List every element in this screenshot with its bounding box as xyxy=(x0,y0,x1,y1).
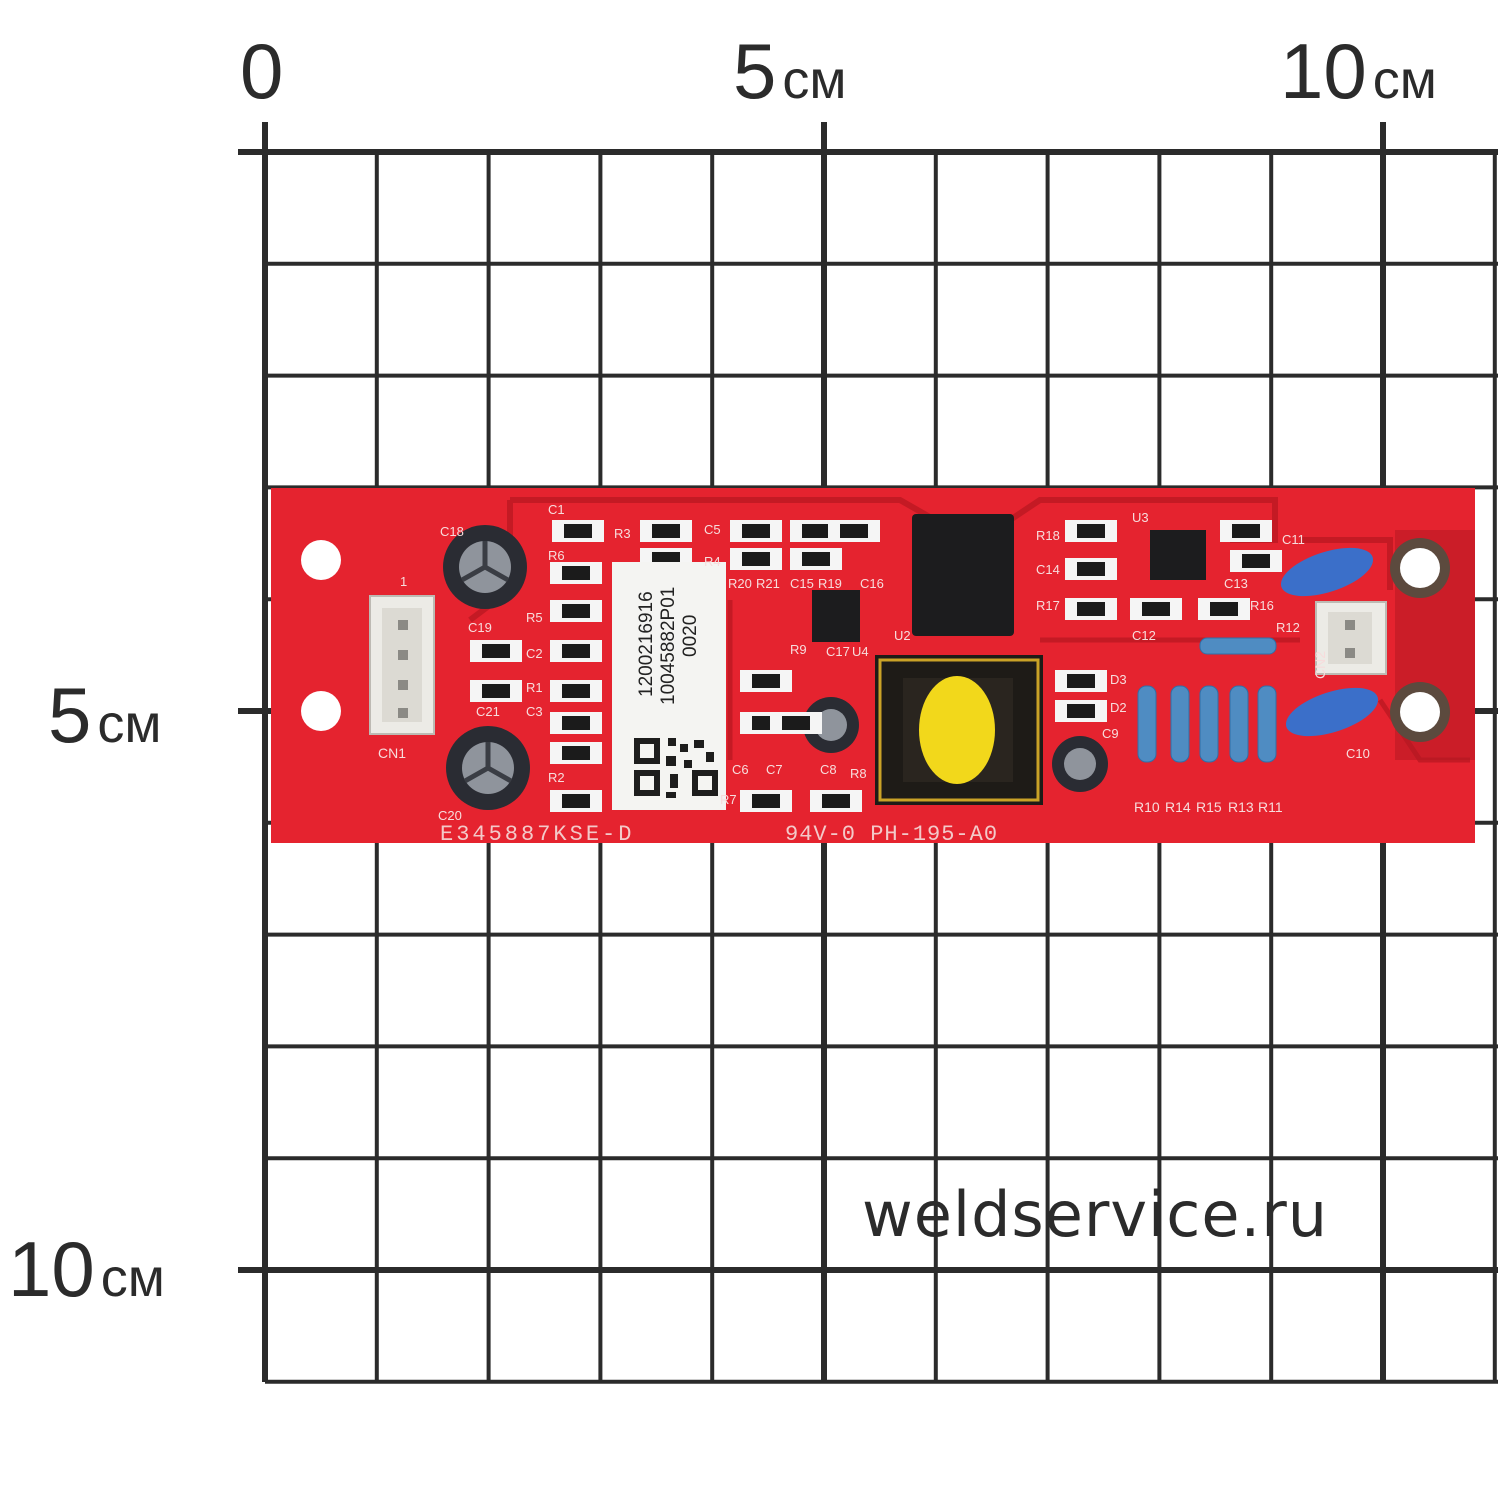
silk-label-c2: C2 xyxy=(526,646,543,661)
watermark-text: weldservice.ru xyxy=(862,1178,1329,1251)
silk-label-c16: C16 xyxy=(860,576,884,591)
sticker-line-3: 0020 xyxy=(680,614,701,657)
silk-label-r4: R4 xyxy=(704,554,721,569)
silk-r13: R13 xyxy=(1228,799,1254,815)
silk-rating: 94V-0 PH-195-A0 xyxy=(785,822,998,847)
silk-label-d3: D3 xyxy=(1110,672,1127,687)
silk-label-c10: C10 xyxy=(1346,746,1370,761)
electrolytic-capacitors xyxy=(443,525,1108,810)
ruler-left-10-unit: см xyxy=(100,1248,165,1308)
ruler-left-5-value: 5 xyxy=(48,671,92,759)
silk-label-c9: C9 xyxy=(1102,726,1119,741)
silk-label-r2: R2 xyxy=(548,770,565,785)
silk-label-c3: C3 xyxy=(526,704,543,719)
silk-label-c15: C15 xyxy=(790,576,814,591)
ruler-top-0: 0 xyxy=(240,32,289,110)
silk-label-d2: D2 xyxy=(1110,700,1127,715)
silk-r10: R10 xyxy=(1134,799,1160,815)
silk-label-r19: R19 xyxy=(818,576,842,591)
silk-label-c1: C1 xyxy=(548,502,565,517)
silk-label-c12: C12 xyxy=(1132,628,1156,643)
transformer xyxy=(875,655,1043,805)
silk-label-c17: C17 xyxy=(826,644,850,659)
ruler-top-0-value: 0 xyxy=(240,27,284,115)
silk-r11: R11 xyxy=(1258,799,1283,815)
ruler-left-5-unit: см xyxy=(97,694,162,754)
silk-label-1: 1 xyxy=(400,574,407,589)
silk-cn1: CN1 xyxy=(378,745,406,761)
ruler-left-10-value: 10 xyxy=(8,1225,95,1313)
silk-label-c11: C11 xyxy=(1282,532,1305,547)
silk-r14: R14 xyxy=(1165,799,1191,815)
ruler-top-10-unit: см xyxy=(1372,50,1437,110)
qr-code-icon xyxy=(634,738,718,798)
silk-cn2: CN2 xyxy=(1312,651,1328,679)
silk-r15: R15 xyxy=(1196,799,1222,815)
silk-label-u2: U2 xyxy=(894,628,911,643)
silk-label-c8: C8 xyxy=(820,762,837,777)
pcb-board: CN1 CN2 R10 R14 R15 R13 R11 E345887KSE-D… xyxy=(271,488,1475,847)
ruler-top-5-unit: см xyxy=(782,50,847,110)
silk-label-r21: R21 xyxy=(756,576,780,591)
silk-label-c13: C13 xyxy=(1224,576,1248,591)
silk-label-c6: C6 xyxy=(732,762,749,777)
serial-sticker: 1200216916 10045882P01 0020 xyxy=(614,575,724,705)
silk-label-r9: R9 xyxy=(790,642,807,657)
silk-label-c14: C14 xyxy=(1036,562,1060,577)
silk-label-r8: R8 xyxy=(850,766,867,781)
silk-label-r7: R7 xyxy=(720,792,737,807)
sticker-line-2: 10045882P01 xyxy=(658,586,679,705)
silk-label-c19: C19 xyxy=(468,620,492,635)
ruler-top-10-value: 10 xyxy=(1280,27,1367,115)
silk-label-r20: R20 xyxy=(728,576,752,591)
silk-label-r18: R18 xyxy=(1036,528,1060,543)
silk-part-number: E345887KSE-D xyxy=(440,822,634,847)
silk-label-r1: R1 xyxy=(526,680,543,695)
silk-label-c5: C5 xyxy=(704,522,721,537)
silk-label-r5: R5 xyxy=(526,610,543,625)
silk-label-c21: C21 xyxy=(476,704,500,719)
silk-label-c20: C20 xyxy=(438,808,462,823)
silk-label-r3: R3 xyxy=(614,526,631,541)
ruler-top-5-value: 5 xyxy=(733,27,777,115)
silk-label-u3: U3 xyxy=(1132,510,1149,525)
sticker-line-1: 1200216916 xyxy=(636,591,657,697)
silk-label-r17: R17 xyxy=(1036,598,1060,613)
resistor-bank xyxy=(1137,637,1277,763)
silk-label-c18: C18 xyxy=(440,524,464,539)
silk-label-r16: R16 xyxy=(1250,598,1274,613)
silk-label-r12: R12 xyxy=(1276,620,1300,635)
silk-label-r6: R6 xyxy=(548,548,565,563)
silk-label-c7: C7 xyxy=(766,762,783,777)
silk-label-u4: U4 xyxy=(852,644,869,659)
